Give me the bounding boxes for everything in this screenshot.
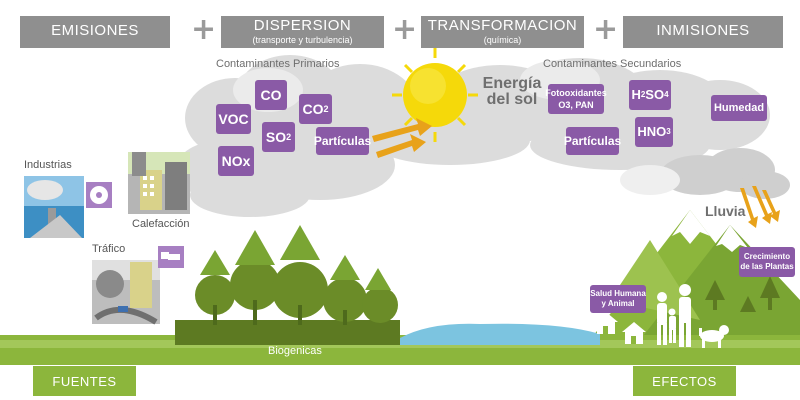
source-trafico-label: Tráfico [92,243,126,255]
chip-h2so4-h: H [631,87,641,102]
chip-fotooxidantes-line2: O3, PAN [558,100,594,110]
chip-so2-subscript: 2 [286,132,292,142]
chip-h2so4-sub1: 2 [640,90,646,99]
primary-pollutants-title: Contaminantes Primarios [216,58,340,70]
trees-right [705,276,780,312]
footer-efectos-label: EFECTOS [652,373,717,389]
traffic-thumbnail [92,246,184,325]
sun-icon [392,48,478,142]
chip-salud-humana: Salud Humana y Animal [590,285,646,313]
chip-crecimiento-line2: de las Plantas [740,262,794,271]
header-emisiones-label: EMISIONES [51,22,139,39]
sun-energy-line2: del sol [486,91,538,108]
chip-so2-label: SO [265,129,287,145]
sun-energy-label: Energía del sol [476,76,548,108]
chip-particulas-secondary: Partículas [563,127,622,155]
rain-cloud [660,148,790,199]
plus-sign: + [392,12,418,47]
forest [175,225,400,345]
sunlight-arrows [372,118,432,158]
lake [400,323,600,345]
dog-silhouette [699,325,729,348]
chip-humedad-label: Humedad [713,102,765,114]
source-industrias-label: Industrias [24,159,72,171]
effect-lluvia-label: Lluvia [705,203,746,219]
chip-particulas-secondary-label: Partículas [563,134,622,148]
rain-arrows [740,186,780,228]
chip-voc-label: VOC [218,111,249,127]
source-calefaccion-label: Calefacción [132,218,190,230]
footer-fuentes-label: FUENTES [52,373,117,389]
chip-hno3-subscript: 3 [666,127,671,136]
header-dispersion-label: DISPERSION [253,17,352,34]
chip-particulas-primary: Partículas [313,127,372,155]
houses [594,312,646,344]
chip-crecimiento-line1: Crecimiento [743,252,791,261]
chip-salud-line1: Salud Humana [590,289,646,298]
source-biogenicas-label: Biogenicas [268,345,322,357]
plus-sign: + [593,12,619,47]
chip-h2so4-so: SO [645,87,665,102]
header-transformacion-label: TRANSFORMACION [427,17,578,34]
heating-thumbnail [128,152,190,214]
header-inmisiones-label: INMISIONES [656,22,750,39]
header-dispersion: DISPERSION (transporte y turbulencia) [221,16,384,48]
chip-nox-label: NOx [221,153,251,169]
industry-thumbnail [24,176,112,238]
chip-co2-subscript: 2 [323,104,329,114]
chip-co-label: CO [260,87,282,103]
people-silhouette [657,284,691,347]
header-dispersion-sub: (transporte y turbulencia) [252,35,353,45]
chip-particulas-primary-label: Partículas [313,134,372,148]
chip-salud-line2: y Animal [601,299,635,308]
sun-energy-line1: Energía [482,75,542,92]
plus-sign: + [191,12,217,47]
chip-hno3-label: HNO [637,124,667,139]
header-inmisiones: INMISIONES [623,16,783,48]
header-transformacion: TRANSFORMACION (química) [421,16,584,48]
header-transformacion-sub: (química) [483,35,522,45]
chip-fotooxidantes: Fotooxidantes O3, PAN [545,84,607,114]
chip-co2-label: CO [302,101,324,117]
chip-humedad: Humedad [711,95,767,121]
footer-efectos: EFECTOS [633,366,736,396]
header-emisiones: EMISIONES [20,16,170,48]
chip-fotooxidantes-line1: Fotooxidantes [545,88,607,98]
secondary-pollutants-title: Contaminantes Secundarios [543,58,682,70]
chip-crecimiento-plantas: Crecimiento de las Plantas [739,247,795,277]
chip-voc: VOC [216,104,251,134]
chip-h2so4-sub2: 4 [664,90,669,99]
footer-fuentes: FUENTES [33,366,136,396]
chip-nox: NOx [218,146,254,176]
chip-co: CO [255,80,287,110]
